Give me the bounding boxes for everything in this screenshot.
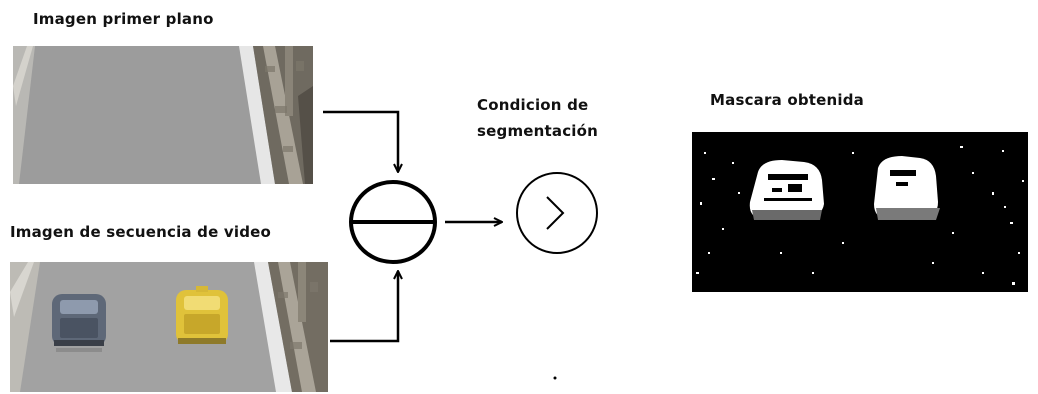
- greater-than-in-circle-icon: [516, 172, 598, 254]
- foreground-image-label: Imagen primer plano: [33, 10, 214, 28]
- yellow-car: [176, 286, 228, 344]
- arrow-foreground-to-subtract: [323, 110, 398, 172]
- mask-blob-gray-car: [749, 160, 824, 220]
- arrow-video-to-subtract: [330, 271, 398, 343]
- minus-in-circle-icon: [349, 180, 437, 264]
- video-sequence-road-image: [10, 262, 328, 392]
- foreground-road-image: [13, 46, 313, 184]
- video-sequence-image-label: Imagen de secuencia de video: [10, 223, 272, 241]
- segmentation-condition-label-line1: Condicion de: [477, 96, 589, 114]
- stray-dot: [553, 376, 557, 380]
- obtained-mask-image: [692, 132, 1028, 292]
- mask-blob-yellow-car: [874, 156, 940, 220]
- segmentation-condition-label-line2: segmentación: [477, 122, 599, 140]
- obtained-mask-label: Mascara obtenida: [710, 91, 864, 109]
- gray-car: [52, 294, 106, 352]
